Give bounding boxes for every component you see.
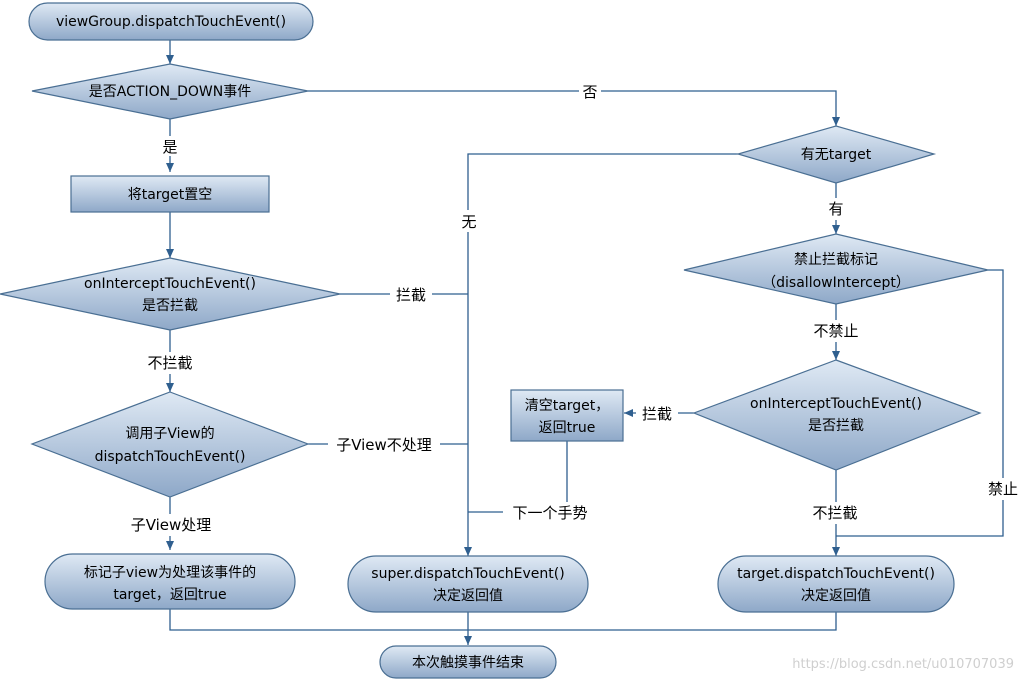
- not-intercept-right-edge-label: 不拦截: [812, 504, 857, 522]
- clear-return-label-1: 清空target，: [525, 398, 610, 414]
- super-dispatch-label-2: 决定返回值: [433, 588, 503, 604]
- target-dispatch-label-1: target.dispatchTouchEvent(): [737, 566, 935, 582]
- is-down-decision: [31, 63, 309, 120]
- mark-child-terminal: [44, 553, 296, 610]
- intercept-right-decision: [692, 359, 982, 471]
- has-target-label: 有无target: [801, 147, 872, 163]
- super-dispatch-terminal: [347, 555, 589, 613]
- edge-isdown-no: [308, 90, 840, 126]
- intercept-right-edge-label: 拦截: [642, 405, 672, 423]
- target-dispatch-label-2: 决定返回值: [801, 588, 871, 604]
- mark-child-label-2: target，返回true: [113, 587, 226, 603]
- forbid-label: 禁止: [988, 480, 1018, 498]
- not-forbid-label: 不禁止: [813, 322, 858, 340]
- disallow-label-1: 禁止拦截标记: [794, 252, 878, 268]
- call-child-label-1: 调用子View的: [125, 426, 214, 442]
- start-terminal: [28, 2, 314, 41]
- has-target-decision: [735, 125, 937, 184]
- end-label: 本次触摸事件结束: [412, 655, 524, 671]
- clear-target-box: [70, 175, 270, 213]
- disallow-decision: [683, 233, 989, 305]
- edge-forbid: [836, 269, 1004, 537]
- next-gesture-label: 下一个手势: [512, 504, 587, 522]
- edge-no-target: [464, 153, 738, 556]
- clear-return-label-2: 返回true: [539, 420, 596, 436]
- is-down-label: 是否ACTION_DOWN事件: [89, 84, 251, 100]
- call-child-decision: [30, 391, 310, 498]
- super-dispatch-label-1: super.dispatchTouchEvent(): [371, 566, 564, 582]
- watermark-text: https://blog.csdn.net/u010707039: [792, 657, 1014, 672]
- clear-target-label: 将target置空: [128, 187, 213, 203]
- mark-child-label-1: 标记子view为处理该事件的: [84, 565, 256, 581]
- edge-labels: 是 否 无 有 拦截 不拦截 子View不处理 子View处理 不禁止 拦截 不…: [124, 81, 1023, 536]
- edge-next-gesture: [468, 441, 568, 513]
- yes-label: 是: [162, 138, 177, 156]
- disallow-label-2: （disallowIntercept）: [762, 275, 910, 291]
- clear-return-box: [510, 389, 624, 442]
- intercept-right-label-1: onInterceptTouchEvent(): [750, 396, 922, 412]
- intercept-left-edge-label: 拦截: [396, 286, 426, 304]
- intercept-left-label-2: 是否拦截: [142, 298, 198, 314]
- intercept-left-decision: [0, 257, 341, 331]
- intercept-left-label-1: onInterceptTouchEvent(): [84, 276, 256, 292]
- child-handle-label: 子View处理: [131, 516, 212, 534]
- node-labels: viewGroup.dispatchTouchEvent() 是否ACTION_…: [56, 14, 935, 671]
- not-intercept-left-edge-label: 不拦截: [147, 354, 192, 372]
- edge-bottom-join: [169, 609, 837, 631]
- child-not-handle-label: 子View不处理: [336, 436, 432, 454]
- start-label: viewGroup.dispatchTouchEvent(): [56, 14, 286, 30]
- no-label: 否: [582, 83, 597, 101]
- intercept-right-label-2: 是否拦截: [808, 418, 864, 434]
- end-terminal: [379, 645, 557, 679]
- has-label: 有: [828, 200, 843, 218]
- none-label: 无: [461, 213, 476, 231]
- connectors: [166, 40, 1004, 645]
- call-child-label-2: dispatchTouchEvent(): [95, 449, 246, 465]
- shapes: [0, 2, 989, 679]
- target-dispatch-terminal: [717, 555, 955, 613]
